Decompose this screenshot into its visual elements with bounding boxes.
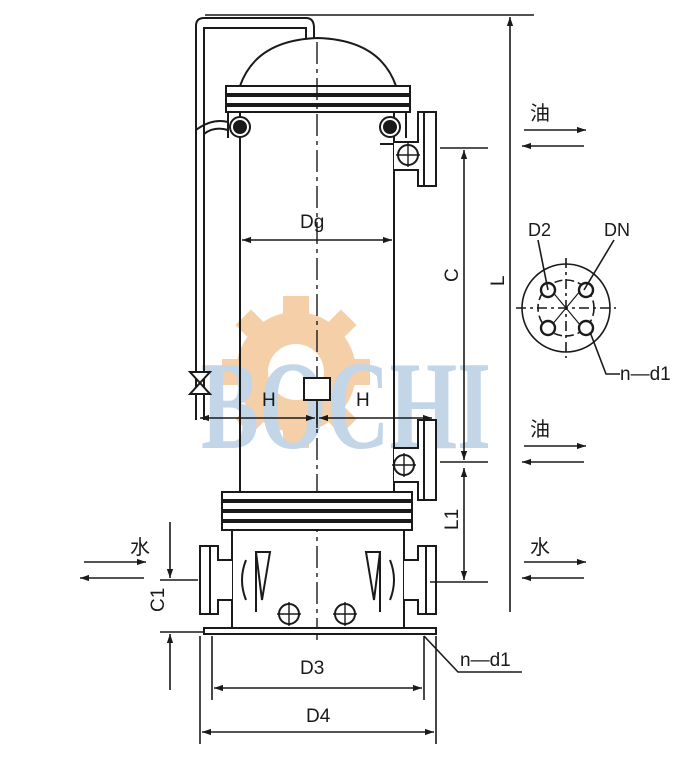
label-d3: D3 — [300, 658, 324, 679]
flange-bolt-hole-3-icon — [539, 319, 557, 337]
top-flange-3 — [225, 105, 411, 113]
label-c1: C1 — [148, 588, 169, 612]
watermark-text: BOCHI — [201, 337, 491, 476]
mid-flange-2 — [221, 501, 413, 511]
vent-pipe — [195, 17, 315, 420]
dimensions — [80, 17, 586, 744]
flange-detail-view — [516, 239, 620, 375]
water-nozzle-right — [364, 545, 437, 615]
leader-nd1-flange — [589, 331, 620, 375]
top-flange-2 — [225, 95, 411, 105]
vent-pipe-inner — [203, 27, 307, 420]
label-c: C — [442, 268, 463, 282]
label-l: L — [488, 275, 509, 286]
label-dn: DN — [604, 220, 630, 240]
label-d2: D2 — [528, 220, 551, 240]
watermark: BOCHI — [201, 296, 491, 476]
label-nd1-bottom: n—d1 — [460, 650, 511, 671]
oil-nozzle-bottom — [392, 419, 437, 501]
mid-flange-3 — [221, 511, 413, 521]
mid-flange-4 — [221, 521, 413, 531]
leader-nd1-bottom — [423, 635, 522, 673]
label-d4: D4 — [306, 706, 331, 727]
leader-dn — [583, 239, 615, 291]
dome-cover — [238, 36, 398, 87]
label-l1: L1 — [442, 509, 463, 530]
mid-flange-1 — [221, 491, 413, 501]
leader-d2 — [537, 239, 549, 291]
vent-valve-icon — [187, 371, 213, 412]
label-dg: Dg — [300, 212, 324, 233]
vent-pipe-joint-inner — [203, 127, 229, 135]
oil-nozzle-top — [380, 111, 437, 187]
flange-bolt-hole-4-icon — [577, 319, 595, 337]
base-plate — [203, 627, 437, 635]
label-oil-top: 油 — [530, 102, 550, 125]
vessel-drawing — [187, 14, 534, 640]
label-h-right: H — [356, 390, 370, 411]
label-water-left: 水 — [130, 536, 150, 559]
label-nd1-flange: n—d1 — [620, 364, 671, 385]
center-block — [303, 377, 331, 401]
label-water-right: 水 — [530, 536, 550, 559]
flange-bolt-hole-2-icon — [577, 281, 595, 299]
top-flange-1 — [225, 85, 411, 95]
water-nozzle-left — [199, 545, 272, 615]
label-oil-mid: 油 — [530, 418, 550, 441]
label-h-left: H — [262, 390, 276, 411]
labels: Dg H H C L L1 C1 D3 D4 n—d1 D2 DN n—d1 油… — [130, 102, 671, 727]
vent-pipe-joint — [195, 120, 229, 131]
